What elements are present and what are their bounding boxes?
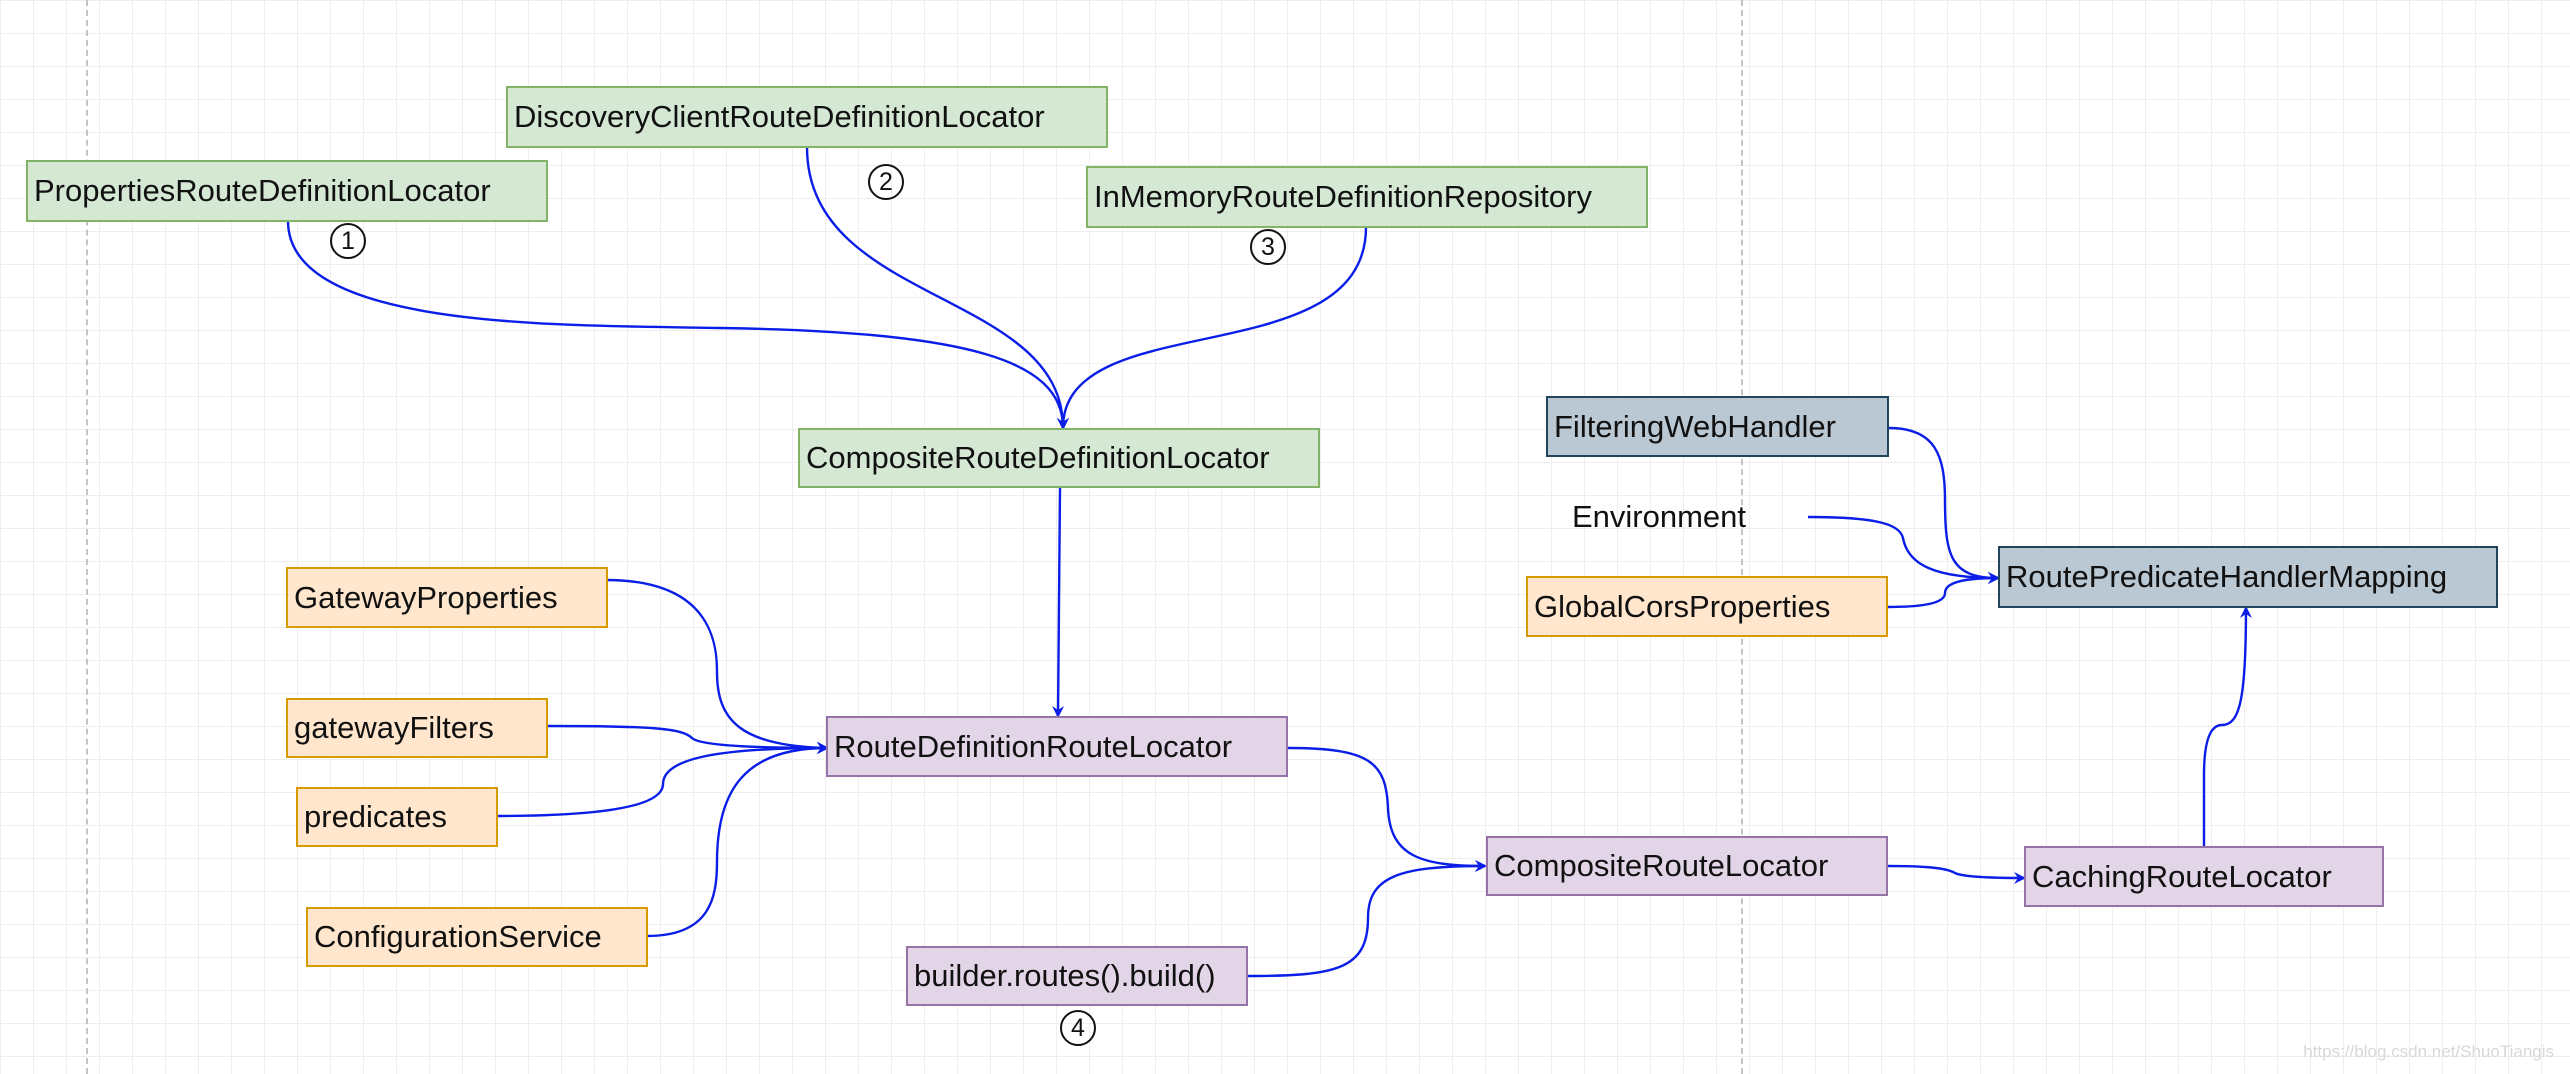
route-definition-route-locator-node[interactable]: RouteDefinitionRouteLocator [826,716,1288,777]
filtering-web-handler-label: FilteringWebHandler [1554,408,1836,444]
edge-caching-route-locator-to-handler-mapping [2202,606,2252,846]
edge-composite-route-locator-to-caching-route-locator [1887,864,2026,884]
properties-route-definition-locator-label: PropertiesRouteDefinitionLocator [34,173,491,208]
composite-route-definition-locator-label: CompositeRouteDefinitionLocator [806,440,1270,475]
edge-properties-to-composite-definition [286,220,1069,430]
global-cors-properties-node[interactable]: GlobalCorsProperties [1526,576,1888,637]
filtering-web-handler-node[interactable]: FilteringWebHandler [1546,396,1889,457]
route-predicate-handler-mapping-label: RoutePredicateHandlerMapping [2006,559,2448,594]
watermark-text: https://blog.csdn.net/ShuoTiangis [2303,1042,2554,1061]
gateway-filters-label: gatewayFilters [294,710,494,745]
edge-discovery-to-composite-definition [805,146,1069,430]
edge-gateway-filters-to-route-definition-locator [546,724,829,754]
gateway-filters-node[interactable]: gatewayFilters [286,698,548,758]
edge-filtering-web-handler-to-handler-mapping [1888,426,2000,584]
gateway-properties-node[interactable]: GatewayProperties [286,567,608,628]
predicates-node[interactable]: predicates [296,787,498,847]
builder-routes-build-label: builder.routes().build() [914,958,1216,993]
inmemory-route-definition-repository-node[interactable]: InMemoryRouteDefinitionRepository [1086,166,1648,228]
environment-label: Environment [1572,499,1747,534]
edge-builder-routes-to-composite-route-locator [1247,860,1487,978]
global-cors-properties-label: GlobalCorsProperties [1534,588,1831,624]
discovery-client-route-definition-locator-node[interactable]: DiscoveryClientRouteDefinitionLocator [506,86,1108,148]
step-marker-2: 2 [868,164,904,200]
caching-route-locator-node[interactable]: CachingRouteLocator [2024,846,2384,907]
inmemory-route-definition-repository-label: InMemoryRouteDefinitionRepository [1094,179,1592,214]
configuration-service-label: ConfigurationService [314,919,602,954]
edge-configuration-service-to-route-definition-locator [646,742,829,938]
step-marker-3: 3 [1250,229,1286,265]
route-predicate-handler-mapping-node[interactable]: RoutePredicateHandlerMapping [1998,546,2498,608]
composite-route-definition-locator-node[interactable]: CompositeRouteDefinitionLocator [798,428,1320,488]
edge-inmemory-to-composite-definition [1057,226,1368,430]
composite-route-locator-node[interactable]: CompositeRouteLocator [1486,836,1888,896]
properties-route-definition-locator-node[interactable]: PropertiesRouteDefinitionLocator [26,160,548,222]
composite-route-locator-label: CompositeRouteLocator [1494,848,1829,883]
edge-environment-to-handler-mapping [1807,515,2000,584]
environment-node[interactable]: Environment [1566,492,1806,542]
right-guide-line [1741,0,1743,1074]
step-marker-4: 4 [1060,1010,1096,1046]
configuration-service-node[interactable]: ConfigurationService [306,907,648,967]
edge-global-cors-to-handler-mapping [1887,572,2000,609]
edge-route-definition-locator-to-composite-route-locator [1287,746,1487,872]
gateway-properties-label: GatewayProperties [294,579,558,615]
caching-route-locator-label: CachingRouteLocator [2032,858,2332,894]
step-marker-1: 1 [330,223,366,259]
predicates-label: predicates [304,799,448,834]
route-definition-route-locator-label: RouteDefinitionRouteLocator [834,728,1233,764]
builder-routes-build-node[interactable]: builder.routes().build() [906,946,1248,1006]
left-guide-line [86,0,88,1074]
edge-composite-definition-to-route-definition-locator [1052,486,1065,718]
edge-gateway-properties-to-route-definition-locator [605,578,829,754]
discovery-client-route-definition-locator-label: DiscoveryClientRouteDefinitionLocator [514,99,1045,134]
edge-predicates-to-route-definition-locator [496,742,829,818]
